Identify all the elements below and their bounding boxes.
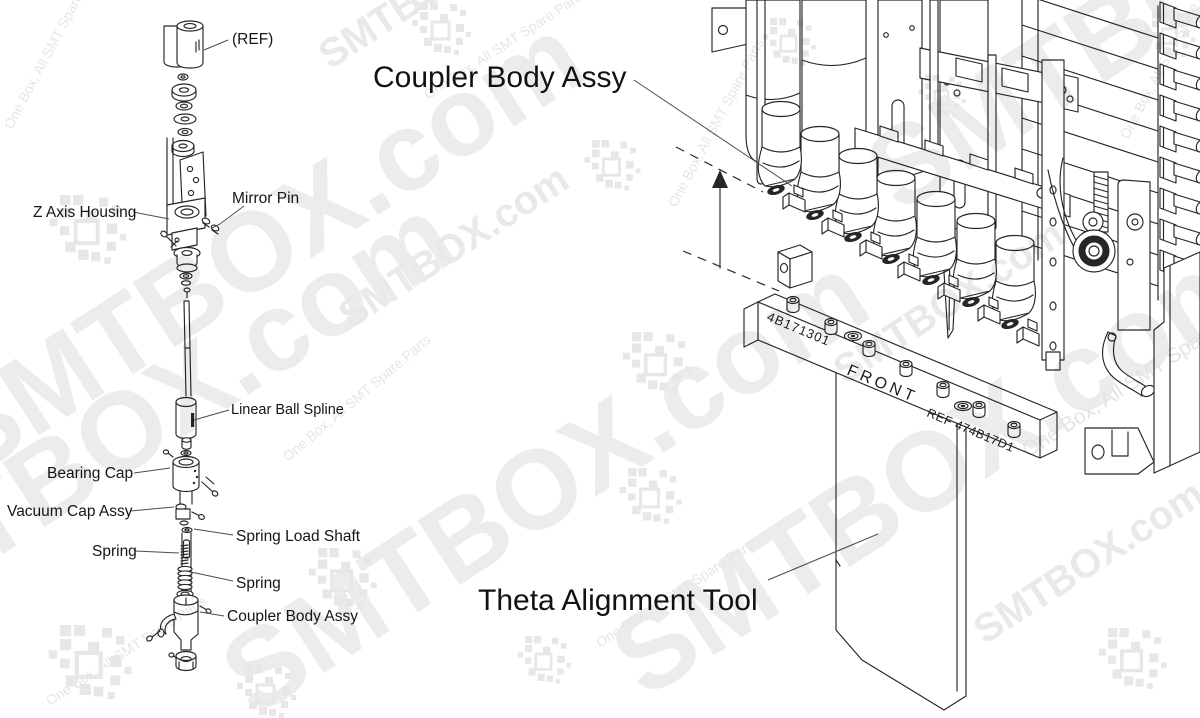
exploded-spindle-assembly: [146, 20, 220, 672]
pin-comb: [1159, 1, 1200, 278]
label-spring-load-shaft: Spring Load Shaft: [236, 528, 361, 545]
label-mirror-pin: Mirror Pin: [232, 190, 299, 207]
watermark-brand: SMTBOX.com: [331, 157, 577, 338]
latch-lever: [1101, 331, 1156, 398]
up-arrow-icon: [712, 170, 728, 188]
watermark-brand: SMTBOX.com: [0, 172, 474, 680]
watermark-tagline: One Box, All SMT Spare Parts: [1, 0, 103, 131]
watermark-tagline: One Box, All SMT Spare Parts: [280, 331, 434, 464]
placement-head-assembly: [711, 0, 1200, 475]
housing-screw: [160, 230, 178, 248]
theta-drive-unit: [1041, 59, 1156, 398]
label-theta-alignment-tool-heading: Theta Alignment Tool: [478, 584, 758, 617]
label-linear-ball-spline: Linear Ball Spline: [231, 402, 344, 418]
vacuum-cap-assy-part: [175, 490, 205, 526]
label-z-axis-housing: Z Axis Housing: [33, 204, 136, 221]
label-ref: (REF): [232, 31, 273, 48]
label-spring-upper: Spring: [92, 543, 137, 560]
watermark-brand: SMTBOX.com: [966, 472, 1200, 653]
theta-alignment-tool-plate: [835, 351, 967, 711]
linear-ball-spline-part: [175, 396, 197, 463]
washer-stack: [171, 73, 197, 158]
callout-leaders: [129, 39, 879, 617]
spring-upper-part: [180, 544, 189, 565]
mirror-pins: [201, 217, 220, 235]
z-axis-housing-part: [166, 197, 206, 259]
spring-lower-part: [176, 565, 194, 599]
side-plate: [1084, 251, 1200, 475]
spline-shaft: [183, 300, 192, 397]
label-bearing-cap: Bearing Cap: [47, 465, 133, 482]
bearing-cap-part: [162, 449, 219, 497]
ref-cylinder: [163, 20, 204, 69]
coupler-body-part: [146, 594, 212, 651]
coupler-end-cap: [168, 650, 197, 672]
label-coupler-body-assy: Coupler Body Assy: [227, 608, 358, 625]
label-spring-lower: Spring: [236, 575, 281, 592]
label-vacuum-cap-assy: Vacuum Cap Assy: [7, 503, 133, 520]
grommet-stack: [173, 246, 201, 299]
label-coupler-body-assy-heading: Coupler Body Assy: [373, 61, 626, 94]
insertion-guides: [675, 146, 780, 292]
mount-bracket: [777, 244, 813, 289]
